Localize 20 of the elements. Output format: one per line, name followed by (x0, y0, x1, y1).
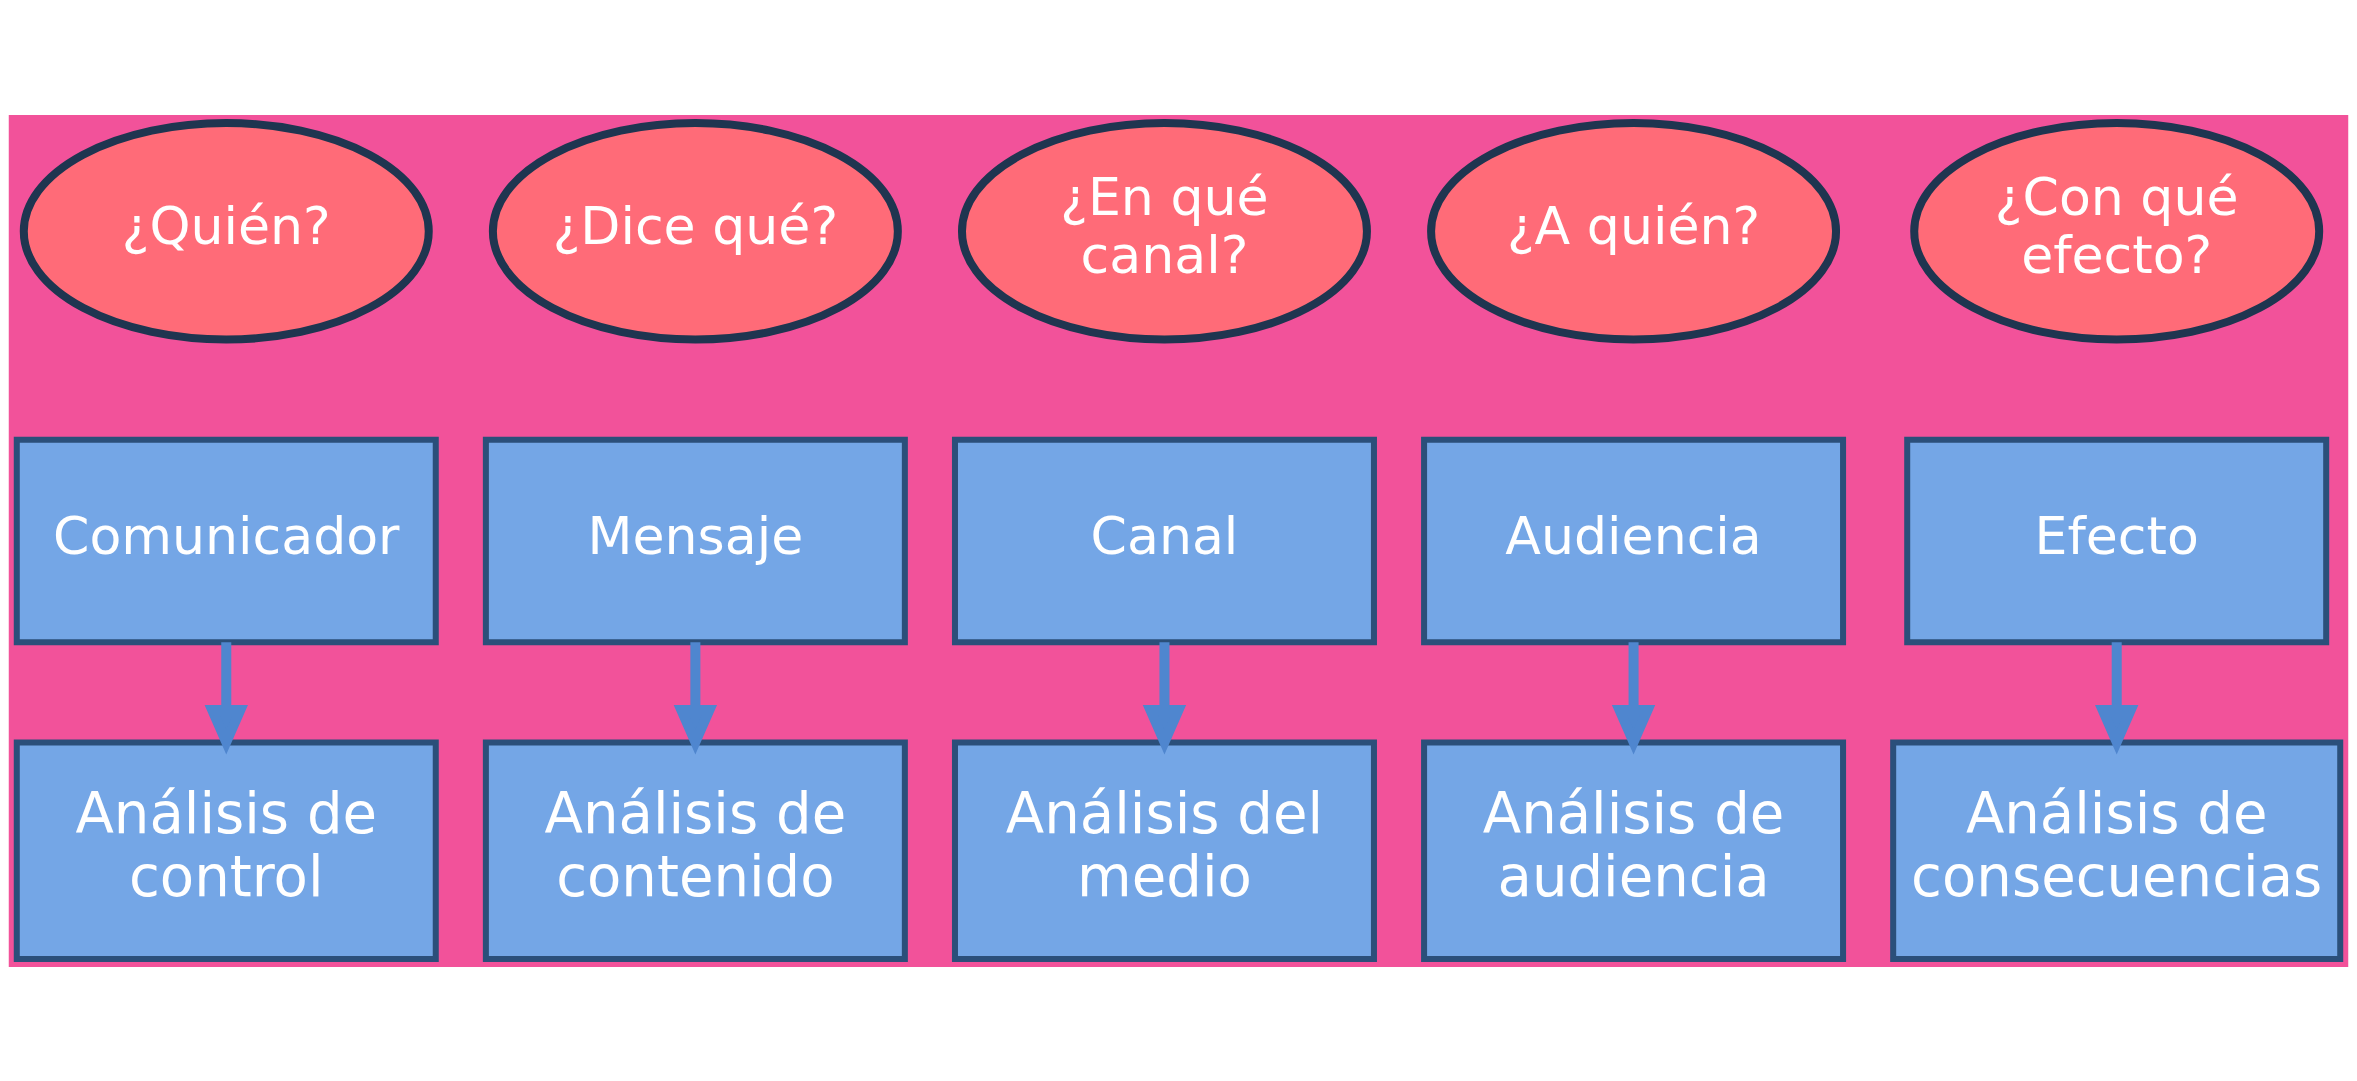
node-box: Análisis de control (13, 738, 439, 962)
arrow (1142, 641, 1187, 755)
node-ellipse: ¿Quién? (19, 118, 433, 344)
node-ellipse: ¿Dice qué? (488, 118, 902, 344)
arrow (2095, 641, 2139, 755)
node-box: Comunicador (13, 436, 439, 645)
node-box: Efecto (1904, 436, 2330, 645)
arrow (204, 641, 248, 755)
node-box: Mensaje (482, 436, 908, 645)
node-ellipse: ¿Con qué efecto? (1910, 118, 2324, 344)
node-box: Canal (951, 436, 1377, 645)
node-ellipse: ¿En qué canal? (958, 118, 1371, 344)
node-box: Análisis del medio (951, 738, 1377, 962)
arrow (1611, 641, 1656, 755)
node-box: Análisis de contenido (482, 738, 908, 962)
arrow (673, 641, 718, 755)
node-box: Audiencia (1421, 436, 1847, 645)
node-ellipse: ¿A quién? (1427, 118, 1841, 344)
node-box: Análisis de audiencia (1421, 738, 1847, 962)
node-box: Análisis de consecuencias (1890, 738, 2344, 962)
